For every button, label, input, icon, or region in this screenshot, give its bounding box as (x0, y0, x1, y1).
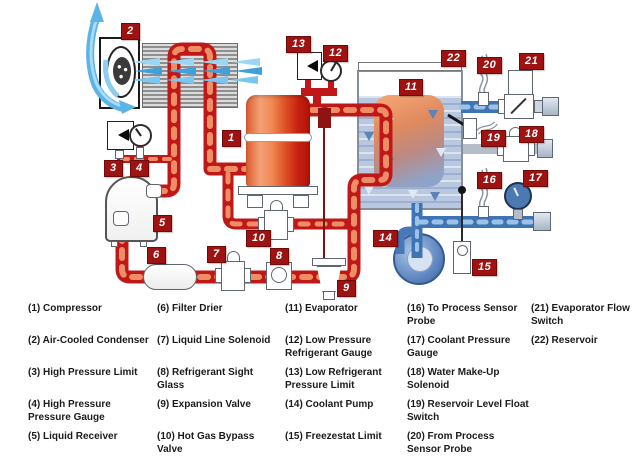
receiver-inlet-nub (146, 184, 162, 198)
condenser-fan-hub-icon (113, 57, 131, 85)
low-pressure-gauge (320, 60, 342, 82)
high-pressure-gauge-stem (136, 147, 144, 159)
gauge-needle (330, 62, 337, 72)
legend-column-2: (6) Filter Drier (7) Liquid Line Solenoi… (157, 302, 281, 462)
compressor-band (244, 133, 312, 142)
legend-item: (1) Compressor (28, 303, 102, 314)
tag-16: 16 (477, 172, 503, 189)
legend-item: (17) Coolant Pressure Gauge (407, 335, 511, 359)
limit-switch-triangle-icon (118, 129, 129, 141)
makeup-water-connector (537, 139, 553, 158)
high-pressure-gauge (129, 124, 152, 147)
compressor-base (238, 186, 318, 195)
process-return-connector (542, 97, 559, 116)
flow-switch-head (508, 70, 533, 96)
tag-11: 11 (399, 79, 424, 96)
tag-5: 5 (153, 215, 172, 232)
gauge-needle (134, 127, 142, 137)
water-makeup-solenoid (503, 136, 529, 162)
to-process-sensor-stem (478, 206, 489, 218)
liquid-line-solenoid-dome (227, 251, 240, 262)
legend-item: (15) Freezestat Limit (285, 431, 382, 442)
tag-4: 4 (130, 160, 149, 177)
freezestat-probe-line (458, 186, 466, 241)
sensing-bulb-capillary (318, 108, 331, 259)
limit-switch-triangle-icon (307, 60, 318, 72)
legend-item: (22) Reservoir (531, 335, 598, 346)
tag-14: 14 (373, 230, 399, 247)
tag-22: 22 (441, 50, 467, 67)
tag-13: 13 (286, 36, 312, 53)
legend-column-1: (1) Compressor (2) Air-Cooled Condenser … (28, 302, 156, 462)
tag-21: 21 (519, 53, 545, 70)
legend-item: (20) From Process Sensor Probe (407, 431, 495, 455)
legend-item: (12) Low Pressure Refrigerant Gauge (285, 335, 373, 359)
tag-17: 17 (523, 170, 549, 187)
legend-item: (16) To Process Sensor Probe (407, 303, 518, 327)
legend-item: (4) High Pressure Pressure Gauge (28, 399, 111, 423)
tag-2: 2 (121, 23, 140, 40)
legend-item: (7) Liquid Line Solenoid (157, 335, 271, 346)
legend-item: (19) Reservoir Level Float Switch (407, 399, 529, 423)
legend-column-3: (11) Evaporator (12) Low Pressure Refrig… (285, 302, 393, 462)
legend-item: (11) Evaporator (285, 303, 358, 314)
low-pressure-limit-switch (297, 52, 322, 80)
tag-6: 6 (147, 247, 166, 264)
sight-glass-lens-icon (271, 267, 287, 283)
high-pressure-limit-stem (115, 150, 124, 159)
tag-7: 7 (207, 246, 226, 263)
legend-item: (18) Water Make-Up Solenoid (407, 367, 500, 391)
legend-column-5: (21) Evaporator Flow Switch (22) Reservo… (531, 302, 631, 366)
coolant-gauge-stem (513, 209, 523, 220)
flow-switch-slash-icon (510, 97, 527, 115)
process-supply-connector (533, 212, 551, 231)
gauge-needle (513, 187, 519, 197)
air-flow-arrows (132, 58, 262, 84)
legend-item: (6) Filter Drier (157, 303, 223, 314)
legend-item: (9) Expansion Valve (157, 399, 251, 410)
tag-18: 18 (519, 126, 545, 143)
evaporator-flow-switch (504, 94, 534, 119)
receiver-foot-left (111, 241, 118, 247)
legend-item: (2) Air-Cooled Condenser (28, 335, 149, 346)
expansion-valve-stem (323, 291, 335, 300)
compressor-leg-left (247, 195, 263, 208)
bypass-valve-dome (270, 200, 283, 211)
legend-item: (14) Coolant Pump (285, 399, 374, 410)
tag-15: 15 (472, 259, 498, 276)
freezestat-dial-icon (457, 245, 468, 256)
receiver-foot-right (140, 241, 147, 247)
tag-19: 19 (481, 130, 507, 147)
legend-item: (3) High Pressure Limit (28, 367, 138, 378)
receiver-outlet-nub (113, 211, 129, 226)
filter-drier (143, 264, 197, 290)
legend-item: (21) Evaporator Flow Switch (531, 303, 630, 327)
fan-exhaust-swoosh (86, 2, 136, 114)
float-switch-body (463, 118, 477, 139)
compressor-leg-right (293, 195, 309, 208)
legend-item: (5) Liquid Receiver (28, 431, 118, 442)
tag-9: 9 (337, 280, 356, 297)
tag-12: 12 (323, 45, 349, 62)
expansion-valve-flange (312, 258, 346, 266)
legend-item: (10) Hot Gas Bypass Valve (157, 431, 255, 455)
coolant-pressure-gauge (504, 182, 532, 210)
tag-20: 20 (477, 57, 503, 74)
from-process-sensor-stem (478, 92, 489, 106)
tag-10: 10 (246, 230, 272, 247)
tag-8: 8 (270, 248, 289, 265)
liquid-line-solenoid (221, 261, 245, 291)
legend-item: (13) Low Refrigerant Pressure Limit (285, 367, 382, 391)
tag-3: 3 (104, 160, 123, 177)
freezestat-limit (453, 241, 471, 274)
legend-column-4: (16) To Process Sensor Probe (17) Coolan… (407, 302, 529, 462)
water-arrows (364, 110, 446, 201)
legend-item: (8) Refrigerant Sight Glass (157, 367, 254, 391)
tag-1: 1 (222, 130, 241, 147)
